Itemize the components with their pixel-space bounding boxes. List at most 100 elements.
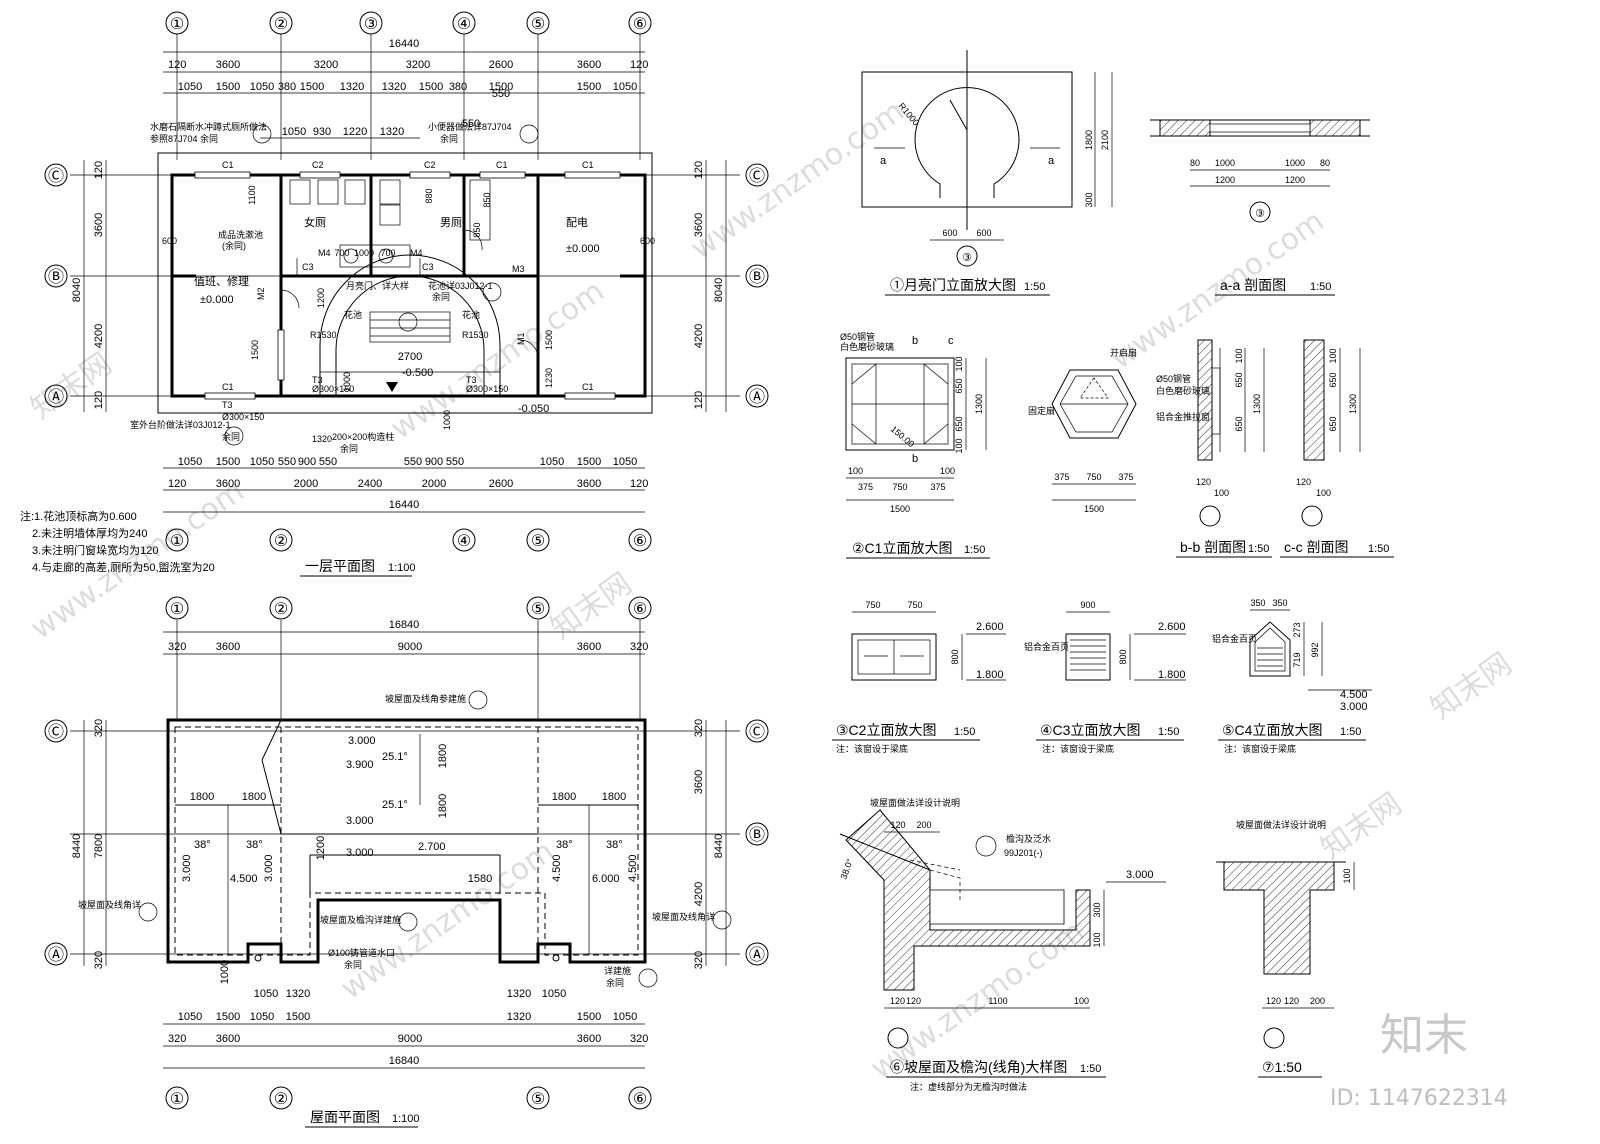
svg-text:4200: 4200 bbox=[693, 324, 705, 348]
room-label: 值班、修理 bbox=[194, 274, 249, 288]
detail-title: ⑦1:50 bbox=[1262, 1059, 1302, 1075]
svg-text:900: 900 bbox=[425, 456, 443, 468]
svg-text:-0.500: -0.500 bbox=[402, 367, 433, 379]
svg-text:550: 550 bbox=[446, 456, 464, 468]
svg-text:650: 650 bbox=[1328, 372, 1338, 387]
svg-text:1800: 1800 bbox=[1084, 130, 1094, 150]
svg-text:120: 120 bbox=[1266, 996, 1281, 1006]
svg-text:100: 100 bbox=[954, 356, 964, 371]
svg-text:Ø50钢管: Ø50钢管 bbox=[1156, 373, 1191, 384]
svg-text:1000: 1000 bbox=[1215, 158, 1235, 168]
svg-text:16440: 16440 bbox=[389, 499, 420, 511]
detail-title: ③C2立面放大图 bbox=[836, 722, 936, 738]
svg-text:铝合金百页: 铝合金百页 bbox=[1024, 641, 1069, 652]
svg-text:750: 750 bbox=[865, 600, 880, 610]
svg-text:100: 100 bbox=[1342, 868, 1352, 883]
svg-text:小便器做法详87J704: 小便器做法详87J704 bbox=[428, 121, 512, 132]
svg-text:3.900: 3.900 bbox=[346, 759, 374, 771]
svg-text:室外台阶做法详03J012-1: 室外台阶做法详03J012-1 bbox=[130, 419, 231, 430]
svg-text:2600: 2600 bbox=[489, 478, 513, 490]
svg-text:2000: 2000 bbox=[294, 478, 318, 490]
svg-text:±0.000: ±0.000 bbox=[566, 243, 600, 255]
svg-text:38°: 38° bbox=[606, 839, 623, 851]
svg-text:Ⓒ: Ⓒ bbox=[749, 723, 765, 741]
svg-text:1300: 1300 bbox=[1252, 394, 1262, 414]
svg-text:水磨石隔断水冲蹲式厕所做法: 水磨石隔断水冲蹲式厕所做法 bbox=[150, 121, 267, 132]
svg-text:16440: 16440 bbox=[389, 38, 420, 50]
svg-text:375: 375 bbox=[1054, 472, 1069, 482]
detail-section-bb: Ø50钢管 白色磨砂玻璃 铝合金推拉窗 100 650 650 1300 120… bbox=[1156, 339, 1272, 558]
svg-text:R1530: R1530 bbox=[462, 330, 489, 340]
svg-text:1800: 1800 bbox=[552, 791, 576, 803]
svg-text:1:50: 1:50 bbox=[1158, 726, 1179, 738]
svg-text:3600: 3600 bbox=[577, 1033, 601, 1045]
svg-text:①: ① bbox=[170, 16, 184, 33]
svg-text:320: 320 bbox=[693, 951, 705, 969]
svg-text:1580: 1580 bbox=[468, 873, 492, 885]
svg-text:120: 120 bbox=[693, 391, 705, 409]
svg-text:750: 750 bbox=[892, 482, 907, 492]
svg-text:3.未注明门窗垛宽均为120: 3.未注明门窗垛宽均为120 bbox=[32, 543, 159, 557]
roof-grid-axis-side: Ⓒ Ⓒ Ⓑ Ⓐ Ⓐ bbox=[44, 719, 769, 966]
plan1-windows bbox=[194, 171, 621, 400]
svg-text:1500: 1500 bbox=[286, 1011, 310, 1023]
plan1-top-dims: 16440 120 3600 3200 3200 2600 3600 120 1… bbox=[163, 38, 648, 139]
svg-text:③: ③ bbox=[1255, 208, 1265, 220]
plan1-annotations: 水磨石隔断水冲蹲式厕所做法 参照87J704 余同 小便器做法详87J704 余… bbox=[130, 121, 539, 454]
svg-text:100: 100 bbox=[848, 466, 863, 476]
roof-levels: 3.000 3.900 3.000 3.000 2.700 4.500 3.00… bbox=[181, 735, 639, 885]
svg-text:铝合金百页: 铝合金百页 bbox=[1212, 633, 1257, 644]
svg-text:1320: 1320 bbox=[507, 1011, 531, 1023]
svg-text:320: 320 bbox=[93, 951, 105, 969]
svg-text:固定扇: 固定扇 bbox=[1028, 405, 1055, 416]
svg-text:a: a bbox=[1048, 155, 1055, 167]
svg-text:1320: 1320 bbox=[380, 126, 404, 138]
svg-text:坡屋面及线角参建施: 坡屋面及线角参建施 bbox=[385, 693, 466, 704]
svg-text:100: 100 bbox=[954, 438, 964, 453]
plan1-general-notes: 注:1.花池顶标高为0.600 2.未注明墙体厚均为240 3.未注明门窗垛宽均… bbox=[20, 509, 215, 574]
svg-text:Ø100铸管道水口: Ø100铸管道水口 bbox=[328, 947, 395, 958]
svg-text:Ⓐ: Ⓐ bbox=[749, 946, 765, 964]
roof-angles: 25.1° 25.1° 38° 38° 38° 38° bbox=[194, 751, 623, 851]
plan1-bottom-dims: 1050 1500 1050 550 900 550 550 900 550 1… bbox=[163, 456, 648, 513]
roof-outline bbox=[166, 718, 647, 964]
svg-text:⑤: ⑤ bbox=[531, 16, 545, 33]
svg-text:①: ① bbox=[170, 1091, 184, 1108]
svg-text:1050: 1050 bbox=[613, 81, 637, 93]
plan1-room-labels: 值班、修理 女厕 男厕 配电 ±0.000 ±0.000 -0.500 -0.0… bbox=[194, 215, 600, 415]
svg-text:900: 900 bbox=[298, 456, 316, 468]
svg-text:②: ② bbox=[274, 601, 288, 618]
roof-annotations: 坡屋面及线角参建施 坡屋面及线角详 坡屋面及檐沟详建施 坡屋面及线角详 Ø100… bbox=[78, 690, 732, 988]
svg-text:花池: 花池 bbox=[344, 309, 362, 320]
svg-text:①: ① bbox=[170, 601, 184, 618]
svg-text:Ⓐ: Ⓐ bbox=[48, 946, 64, 964]
svg-text:38.0°: 38.0° bbox=[838, 857, 855, 881]
svg-text:成品洗漱池: 成品洗漱池 bbox=[218, 229, 263, 240]
svg-text:8440: 8440 bbox=[71, 834, 83, 858]
svg-text:300: 300 bbox=[1084, 192, 1094, 207]
svg-text:Ⓐ: Ⓐ bbox=[48, 388, 64, 406]
svg-text:4.500: 4.500 bbox=[1340, 689, 1368, 701]
svg-text:600: 600 bbox=[942, 228, 957, 238]
svg-text:1320: 1320 bbox=[340, 81, 364, 93]
svg-text:550: 550 bbox=[319, 456, 337, 468]
svg-text:檐沟及泛水: 檐沟及泛水 bbox=[1006, 833, 1051, 844]
svg-text:600: 600 bbox=[162, 236, 177, 246]
svg-text:1:50: 1:50 bbox=[1080, 1063, 1101, 1075]
svg-text:3200: 3200 bbox=[406, 59, 430, 71]
svg-text:900: 900 bbox=[1080, 600, 1095, 610]
svg-text:120: 120 bbox=[630, 59, 648, 71]
svg-text:Ⓑ: Ⓑ bbox=[749, 268, 765, 286]
svg-text:坡屋面做法详设计说明: 坡屋面做法详设计说明 bbox=[1236, 819, 1326, 830]
svg-text:120: 120 bbox=[1284, 996, 1299, 1006]
svg-text:650: 650 bbox=[954, 416, 964, 431]
svg-text:750: 750 bbox=[1086, 472, 1101, 482]
detail-window-c2: 750 750 800 2.600 1.800 ③C2立面放大图 1:50 注：… bbox=[832, 600, 1006, 754]
detail-title: ④C3立面放大图 bbox=[1040, 722, 1140, 738]
svg-text:1500: 1500 bbox=[216, 81, 240, 93]
svg-text:注：该窗设于梁底: 注：该窗设于梁底 bbox=[836, 743, 908, 754]
svg-text:650: 650 bbox=[1234, 416, 1244, 431]
svg-text:3.000: 3.000 bbox=[346, 815, 374, 827]
svg-text:⑤: ⑤ bbox=[531, 601, 545, 618]
